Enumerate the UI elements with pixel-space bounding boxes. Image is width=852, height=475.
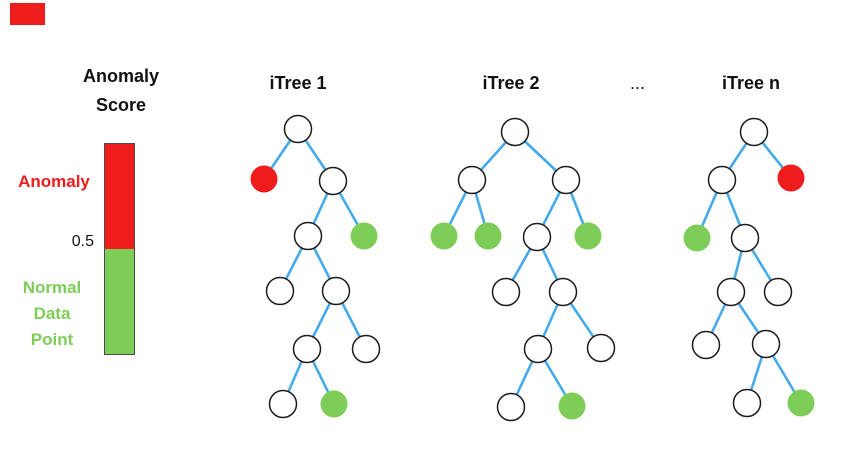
tree-node-internal xyxy=(265,276,295,306)
tree-title-itree-2: iTree 2 xyxy=(482,73,540,93)
tree-node-internal xyxy=(732,388,762,418)
tree-node-anomaly xyxy=(777,164,805,192)
tree-title-itree-n: iTree n xyxy=(721,73,781,93)
tree-node-internal xyxy=(523,334,553,364)
tree-node-internal xyxy=(739,117,769,147)
tree-node-internal xyxy=(351,334,381,364)
normal-data-point-label: Normal Data Point xyxy=(0,275,104,353)
normal-label-line3: Point xyxy=(30,330,74,349)
corner-red-rectangle xyxy=(10,3,45,25)
tree-node-normal xyxy=(787,389,815,417)
normal-label-line2: Data xyxy=(33,304,71,323)
tree-node-internal xyxy=(457,165,487,195)
anomaly-score-title-line1: Anomaly xyxy=(82,66,160,86)
normal-label-line1: Normal xyxy=(22,278,82,297)
tree-title-itree-1: iTree 1 xyxy=(269,73,327,93)
anomaly-score-title: Anomaly Score xyxy=(60,62,182,120)
tree-node-internal xyxy=(496,392,526,422)
tree-node-normal xyxy=(574,222,602,250)
tree-node-internal xyxy=(751,329,781,359)
itree-3 xyxy=(683,117,815,418)
anomaly-score-title-line2: Score xyxy=(95,95,147,115)
score-bar-anomaly-segment xyxy=(105,144,134,249)
anomaly-label: Anomaly xyxy=(18,172,90,191)
tree-node-internal xyxy=(318,166,348,196)
score-bar-normal-segment xyxy=(105,249,134,354)
tree-node-normal xyxy=(474,222,502,250)
tree-node-internal xyxy=(522,222,552,252)
tree-node-internal xyxy=(691,330,721,360)
tree-node-internal xyxy=(586,333,616,363)
tree-node-internal xyxy=(283,114,313,144)
tree-node-internal xyxy=(292,334,322,364)
tree-node-internal xyxy=(716,277,746,307)
tree-node-normal xyxy=(320,390,348,418)
tree-node-normal xyxy=(558,392,586,420)
trees-ellipsis: ... xyxy=(629,73,645,93)
tree-node-anomaly xyxy=(250,165,278,193)
tree-node-internal xyxy=(293,221,323,251)
itree-1 xyxy=(250,114,381,419)
tree-node-normal xyxy=(683,224,711,252)
tree-node-internal xyxy=(268,389,298,419)
tree-node-internal xyxy=(321,276,351,306)
tree-node-internal xyxy=(551,165,581,195)
tree-node-internal xyxy=(548,277,578,307)
anomaly-score-bar xyxy=(104,143,135,355)
tree-node-internal xyxy=(491,277,521,307)
tree-node-internal xyxy=(730,223,760,253)
tree-node-internal xyxy=(707,165,737,195)
threshold-label: 0.5 xyxy=(71,233,94,250)
tree-node-internal xyxy=(763,277,793,307)
tree-node-normal xyxy=(430,222,458,250)
tree-node-normal xyxy=(350,222,378,250)
itree-2 xyxy=(430,117,616,422)
tree-node-internal xyxy=(500,117,530,147)
